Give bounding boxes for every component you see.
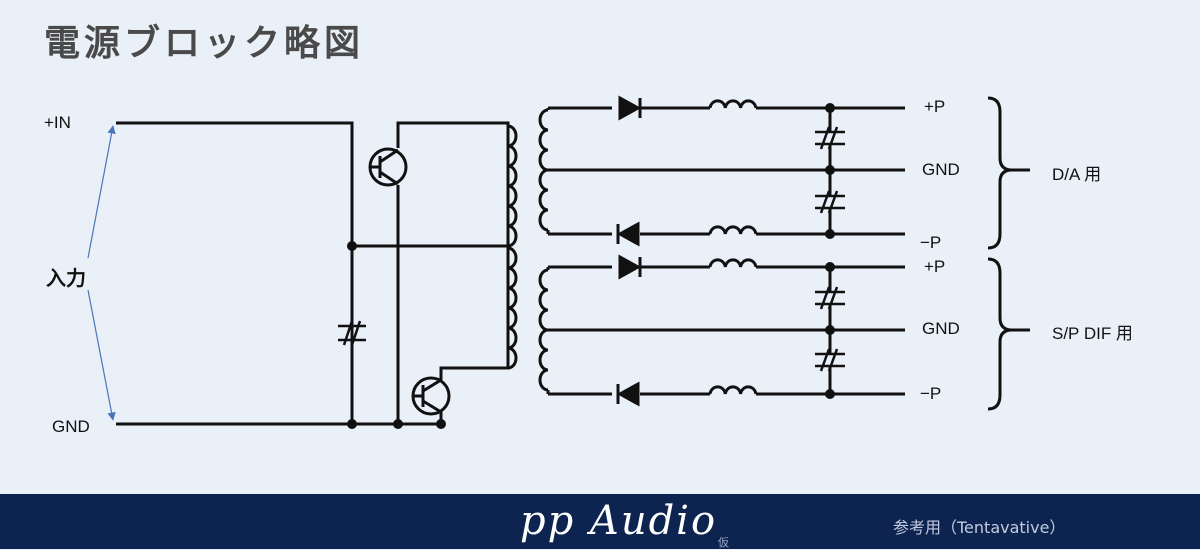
label-group-da: D/A 用: [1052, 165, 1102, 184]
label-plus-in: +IN: [44, 113, 71, 132]
secondary-coil-1: [538, 108, 550, 234]
junction-dot: [347, 241, 357, 251]
upper-transistor: [368, 147, 408, 187]
upper-transistor-wire: [396, 121, 510, 246]
capacitor-1: [815, 126, 845, 150]
page-title: 電源ブロック略図: [44, 23, 365, 64]
primary-coil-upper: [507, 124, 518, 248]
label-input: 入力: [46, 268, 86, 290]
inductor-2: [708, 225, 758, 235]
footer-note: 参考用（Tentavative）: [893, 518, 1066, 537]
junction-dot: [825, 103, 835, 113]
lower-transistor-wire: [439, 246, 510, 380]
junction-dot: [825, 229, 835, 239]
circuit-diagram: [87, 95, 1030, 429]
inductor-4: [708, 385, 758, 395]
junction-dot: [825, 262, 835, 272]
input-capacitor: [338, 320, 366, 346]
inductor-3: [708, 258, 758, 268]
label-out2-plus: +P: [924, 257, 946, 276]
junction-dot: [436, 419, 446, 429]
junction-dot: [347, 419, 357, 429]
junction-dot: [825, 165, 835, 175]
footer-bar: pp Audio 仮 参考用（Tentavative）: [0, 494, 1200, 549]
brace-1: [987, 96, 1030, 250]
label-out1-plus: +P: [924, 97, 946, 116]
brand-logo: pp Audio: [520, 498, 718, 544]
lower-transistor: [411, 376, 451, 416]
capacitor-4: [815, 348, 845, 372]
label-out1-minus: −P: [920, 233, 942, 252]
brace-2: [987, 257, 1030, 411]
label-group-spdif: S/P DIF 用: [1052, 324, 1133, 343]
capacitor-3: [815, 286, 845, 310]
diode-4: [616, 381, 640, 407]
secondary-coil-2: [538, 267, 550, 394]
label-gnd-in: GND: [52, 417, 90, 436]
label-out2-gnd: GND: [922, 319, 960, 338]
diode-3: [618, 254, 642, 280]
primary-coil-lower: [507, 246, 518, 370]
junction-dot: [825, 389, 835, 399]
input-plus-wire: [116, 121, 354, 424]
brand-note: 仮: [718, 536, 729, 549]
junction-dot: [393, 419, 403, 429]
inductor-1: [708, 99, 758, 109]
input-arrow-up: [87, 125, 116, 259]
diode-2: [616, 221, 640, 247]
input-arrow-down: [87, 289, 116, 421]
junction-dot: [825, 325, 835, 335]
label-out1-gnd: GND: [922, 160, 960, 179]
capacitor-2: [815, 190, 845, 214]
label-out2-minus: −P: [920, 384, 942, 403]
diode-1: [618, 95, 642, 121]
